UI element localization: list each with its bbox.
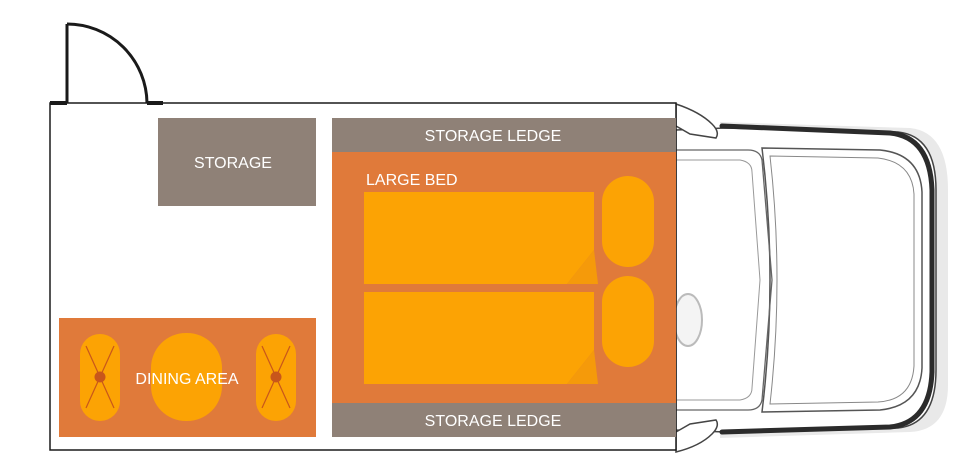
windshield [761, 147, 923, 413]
large-bed-label: LARGE BED [366, 172, 458, 189]
dining-seat-left [80, 334, 120, 421]
steering-wheel-icon [673, 293, 703, 347]
storage-block [158, 118, 316, 206]
bed-mattress-lower [364, 292, 594, 384]
mirror-icon [675, 419, 719, 453]
dining-table [151, 333, 222, 421]
cab-roof-edge [719, 123, 935, 435]
mirror-icon [675, 102, 719, 139]
van-cab [673, 102, 948, 453]
table-leg-icon [270, 371, 282, 383]
table-leg-icon [94, 371, 106, 383]
storage-ledge-bottom-label: STORAGE LEDGE [425, 413, 562, 430]
door-icon [50, 22, 163, 105]
storage-ledge-top [332, 118, 676, 152]
storage-ledge-bottom [332, 403, 676, 437]
dining-seat-right [256, 334, 296, 421]
storage-label: STORAGE [194, 155, 272, 172]
bed-mattress-upper [364, 192, 594, 284]
pillow-lower [602, 276, 654, 367]
storage-ledge-top-label: STORAGE LEDGE [425, 128, 562, 145]
dining-area-label: DINING AREA [135, 371, 238, 388]
pillow-upper [602, 176, 654, 267]
